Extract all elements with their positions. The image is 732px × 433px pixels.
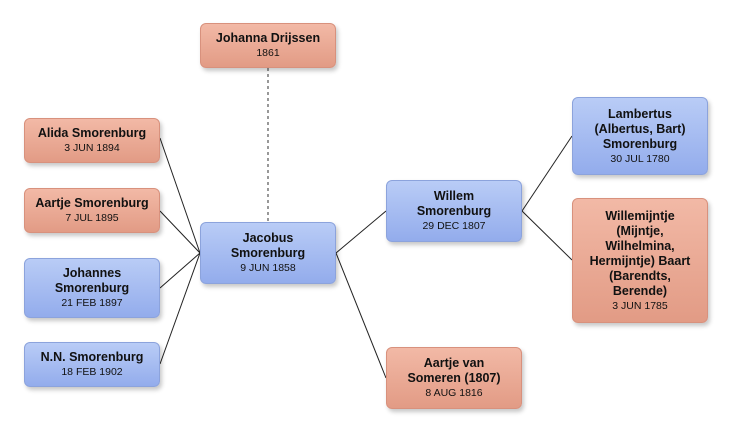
connector-alida [159,137,201,254]
connector-nn [159,252,201,365]
person-date: 3 JUN 1894 [64,142,120,154]
person-card-jacobus-smorenburg[interactable]: Jacobus Smorenburg 9 JUN 1858 [200,222,336,284]
person-name: Johanna Drijssen [215,31,321,45]
connector-aartje-smorenburg [159,210,201,254]
person-date: 18 FEB 1902 [61,366,123,378]
person-card-aartje-smorenburg[interactable]: Aartje Smorenburg 7 JUL 1895 [24,188,160,233]
person-date: 7 JUL 1895 [65,212,119,224]
connector-willemijntje [521,210,573,261]
person-name: Lambertus (Albertus, Bart) Smorenburg [594,106,686,151]
person-name: Aartje Smorenburg [35,196,149,210]
person-card-johanna-drijssen[interactable]: Johanna Drijssen 1861 [200,23,336,68]
person-date: 29 DEC 1807 [422,220,486,232]
person-card-willemijntje-baart[interactable]: Willemijntje (Mijntje, Wilhelmina, Hermi… [572,198,708,323]
person-name: Alida Smorenburg [37,126,147,140]
person-card-nn-smorenburg[interactable]: N.N. Smorenburg 18 FEB 1902 [24,342,160,387]
person-name: Willem Smorenburg [416,189,492,218]
person-date: 8 AUG 1816 [425,387,483,399]
person-name: Johannes Smorenburg [54,266,130,295]
person-name: Aartje van Someren (1807) [407,356,501,385]
person-card-aartje-van-someren[interactable]: Aartje van Someren (1807) 8 AUG 1816 [386,347,522,409]
person-card-willem-smorenburg[interactable]: Willem Smorenburg 29 DEC 1807 [386,180,522,242]
connector-aartje-van-someren [335,252,387,379]
person-card-alida-smorenburg[interactable]: Alida Smorenburg 3 JUN 1894 [24,118,160,163]
person-date: 3 JUN 1785 [612,299,668,312]
person-date: 9 JUN 1858 [240,262,296,274]
connector-lambertus [521,135,573,212]
connector-johannes [159,252,201,289]
person-name: N.N. Smorenburg [40,350,144,364]
person-date: 30 JUL 1780 [610,152,670,165]
person-card-johannes-smorenburg[interactable]: Johannes Smorenburg 21 FEB 1897 [24,258,160,318]
connector-willem [335,210,387,254]
person-date: 21 FEB 1897 [61,297,123,309]
person-name: Jacobus Smorenburg [230,231,306,260]
person-name: Willemijntje (Mijntje, Wilhelmina, Hermi… [589,208,691,298]
person-card-lambertus-smorenburg[interactable]: Lambertus (Albertus, Bart) Smorenburg 30… [572,97,708,175]
person-date: 1861 [256,47,280,59]
